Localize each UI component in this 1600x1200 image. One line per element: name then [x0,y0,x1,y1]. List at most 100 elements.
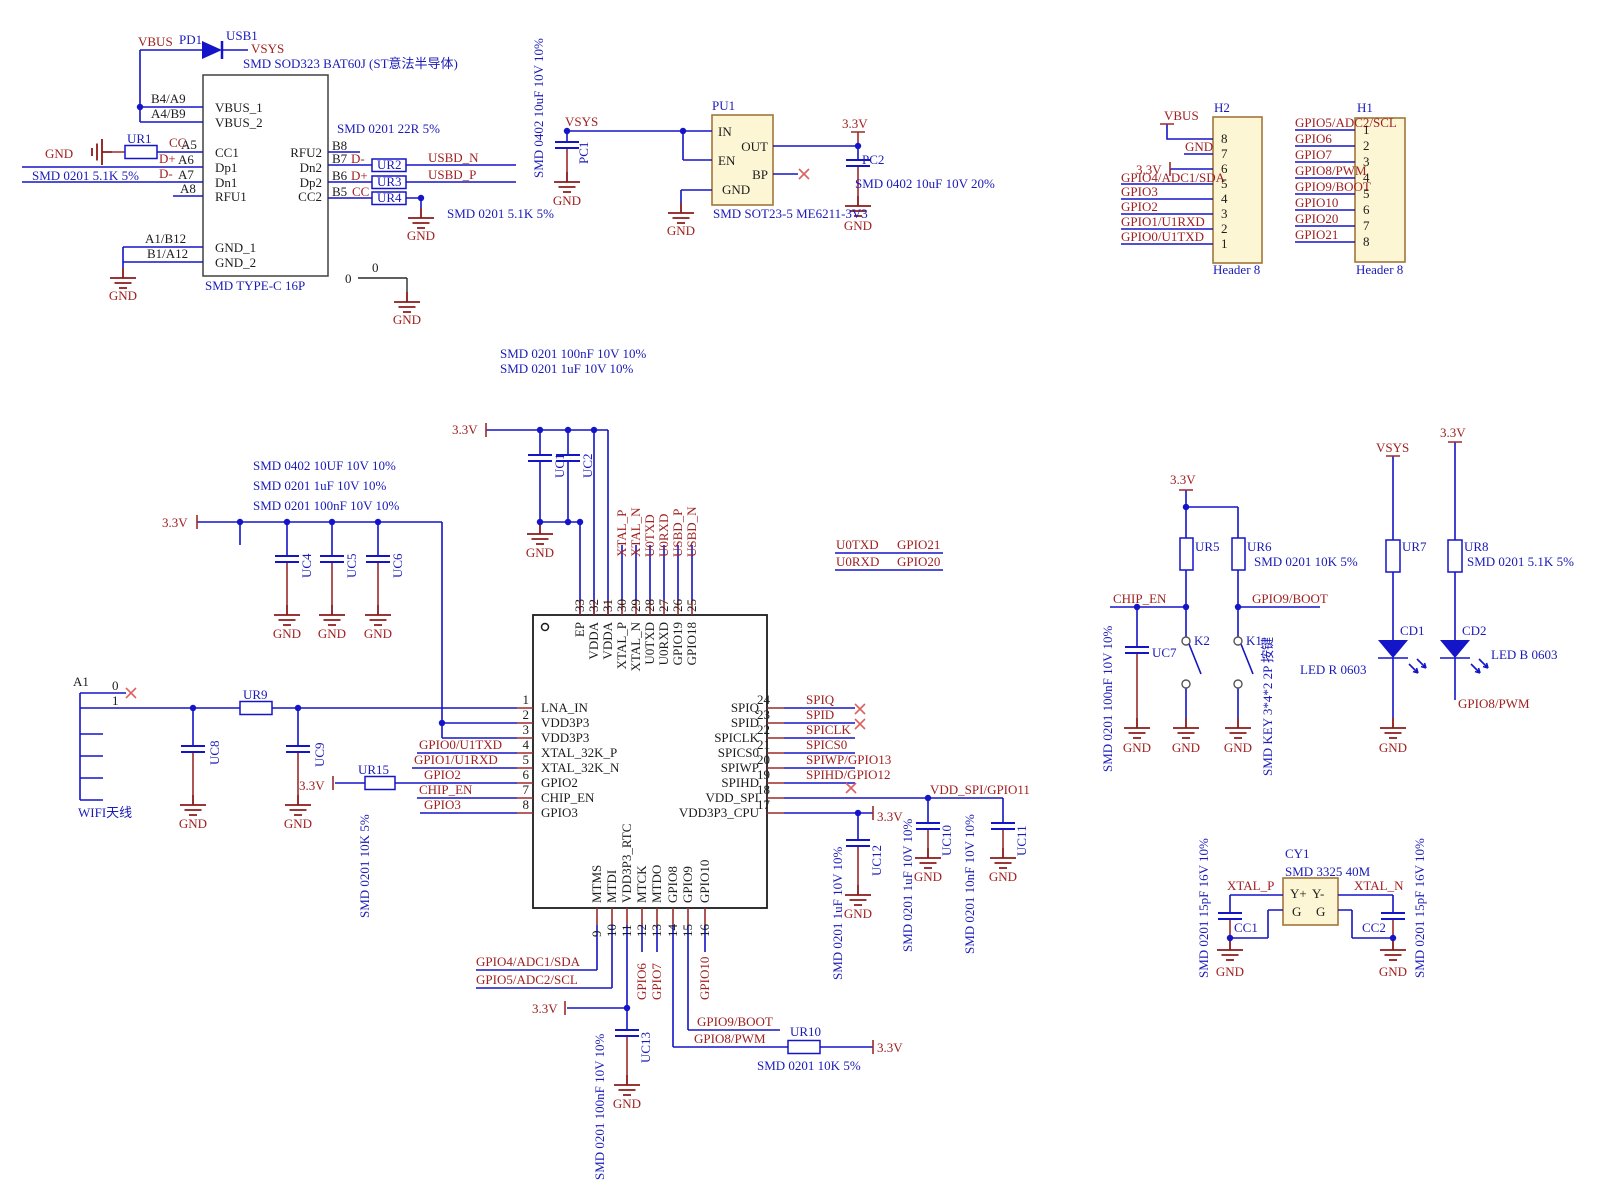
pin-num: 29 [628,599,643,612]
led-triangle [1440,640,1470,658]
capacitor-uc4 [274,555,300,563]
pin-name-gnd2: GND_2 [215,255,256,270]
resistor-ur1 [124,144,158,160]
pin-num: 18 [757,782,770,797]
pin-name: VDD3P3 [541,715,589,730]
pin-num: 2 [1363,138,1370,153]
capacitor-uc6 [365,555,391,563]
pin-num: 0 [112,678,119,693]
pin-name: SPID [731,715,759,730]
pin-num: 30 [614,599,629,612]
pin-num: 5 [1221,176,1228,191]
ref-usb1: USB1 [226,28,258,43]
net-label-gpio21: GPIO21 [1295,227,1338,242]
capacitor-uc8 [180,745,206,753]
pin-name-dp2: Dp2 [300,175,322,190]
pin-des-a7: A7 [178,167,194,182]
resistor-ur2 [371,158,407,173]
net-label-u0rxd: U0RXD [656,514,671,557]
led-arrows-icon [1470,658,1489,674]
regulator-body [711,114,774,206]
ref-pc2: PC2 [862,152,884,167]
resistors [124,144,1463,1055]
gnd-symbol [407,207,435,229]
pin-name: U0RXD [656,622,671,665]
gnd-label: GND [1224,740,1252,755]
pin-name: VDD_SPI [706,790,759,805]
net-label-spiq: SPIQ [806,692,835,707]
pin-num: 1 [523,692,530,707]
net-label-cc-l: CC [169,135,186,150]
pin-name: XTAL_32K_N [541,760,620,775]
net-label-xtaln: XTAL_N [1354,878,1404,893]
pin-name: LNA_IN [541,700,589,715]
capacitor-uc13 [614,1029,640,1037]
net-label-spid: SPID [806,707,834,722]
section-power-regulator: SMD 0402 10uF 10V 10%VSYSPC1GNDPU1INOUTE… [531,38,995,238]
capacitor-uc9 [285,745,311,753]
net-label-gpio20: GPIO20 [1295,211,1338,226]
gnd-label: GND [613,1096,641,1111]
pin-num: 20 [757,752,770,767]
pin-num: 2 [1221,221,1228,236]
pin-name-cc2: CC2 [298,189,322,204]
gnd-label: GND [553,193,581,208]
resistor-ur15 [364,775,396,791]
net-label-gpio2: GPIO2 [1121,199,1158,214]
pin-name: Y- [1312,886,1324,901]
pin-name: GPIO3 [541,805,578,820]
switch-contact [1233,636,1243,646]
net-label-gpio3: GPIO3 [424,797,461,812]
x-mark-icon [845,782,857,794]
pin-num: 1 [1363,122,1370,137]
capacitor-uc10 [915,822,941,830]
gnd-symbol [1379,717,1407,739]
gnd-symbol [273,604,301,626]
net-label-usbdn: USBD_N [684,506,699,557]
val-uc5: SMD 0201 1uF 10V 10% [253,478,387,493]
pin-name: MTDI [604,870,619,903]
pin-num: 17 [757,797,771,812]
switch-contact [1181,636,1191,646]
crystal-body [1282,877,1339,926]
usb-typec-body [202,74,329,277]
net-label-gpio21: GPIO21 [897,537,940,552]
val-uc7: SMD 0201 100nF 10V 10% [1100,625,1115,772]
section-vdda-decoupling: SMD 0201 100nF 10V 10%SMD 0201 1uF 10V 1… [452,346,647,560]
net-label-dplus-l: D+ [159,151,176,166]
pin-num: 10 [604,924,619,937]
net-label-gpio8: GPIO8/PWM [1295,163,1367,178]
pin-name: MTDO [649,865,664,903]
net-label-gpio9boot: GPIO9/BOOT [1252,591,1328,606]
x-mark-icon [854,718,866,730]
pin-num: 31 [600,599,615,612]
pin-num: 4 [1363,170,1370,185]
val-ur1: SMD 0201 5.1K 5% [32,168,139,183]
gnd-symbol [364,604,392,626]
pin-num: 6 [1221,161,1228,176]
gnd-symbol [914,847,942,869]
val-uc13: SMD 0201 100nF 10V 10% [592,1033,607,1180]
pin-name: U0TXD [642,622,657,665]
net-label-dplus-r: D+ [351,168,368,183]
val-uc2: SMD 0201 1uF 10V 10% [500,361,634,376]
gnd-symbol [91,138,113,166]
gnd-symbol [284,794,312,816]
gnd-symbol [667,202,695,224]
capacitor-uc1 [527,454,553,462]
ref-ur8: UR8 [1464,539,1489,554]
ref-pd1: PD1 [179,32,202,47]
pin-des-b1a12: B1/A12 [147,246,188,261]
val-pu1: SMD SOT23-5 ME6211-3V3 [713,206,868,221]
ref-ur4: UR4 [377,190,402,205]
pin-name: SPIQ [731,700,760,715]
net-label-gpio6: GPIO6 [634,963,649,1000]
net-label-gpio5: GPIO5/ADC2/SCL [1295,115,1397,130]
ref-uc2: UC2 [580,453,595,478]
pin-name-dp1: Dp1 [215,160,237,175]
capacitor-uc5 [319,555,345,563]
wires-black [358,277,408,292]
ref-uc13: UC13 [638,1032,653,1063]
